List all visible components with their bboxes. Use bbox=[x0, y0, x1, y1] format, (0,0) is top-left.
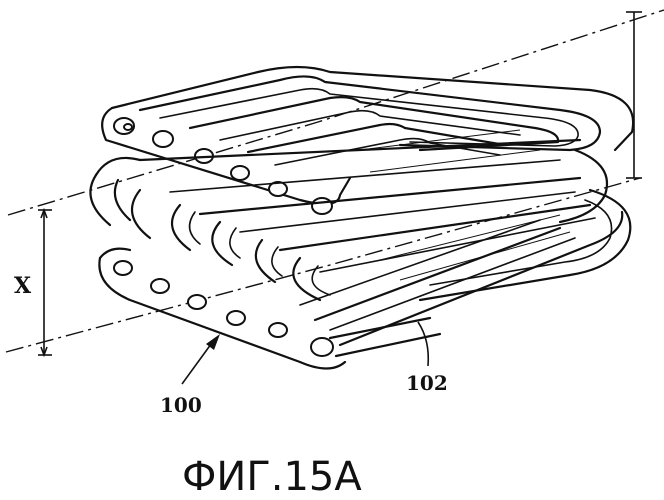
reference-numeral-100: 100 bbox=[160, 393, 202, 417]
centerlines bbox=[6, 10, 664, 352]
dimension-label: X bbox=[14, 273, 32, 299]
figure-caption: ФИГ.15А bbox=[182, 454, 362, 500]
reference-numeral-102: 102 bbox=[406, 371, 448, 395]
dimension-x bbox=[38, 210, 52, 355]
dimension-right bbox=[626, 12, 642, 178]
bottom-layer bbox=[99, 212, 622, 369]
middle-layer bbox=[90, 140, 630, 300]
